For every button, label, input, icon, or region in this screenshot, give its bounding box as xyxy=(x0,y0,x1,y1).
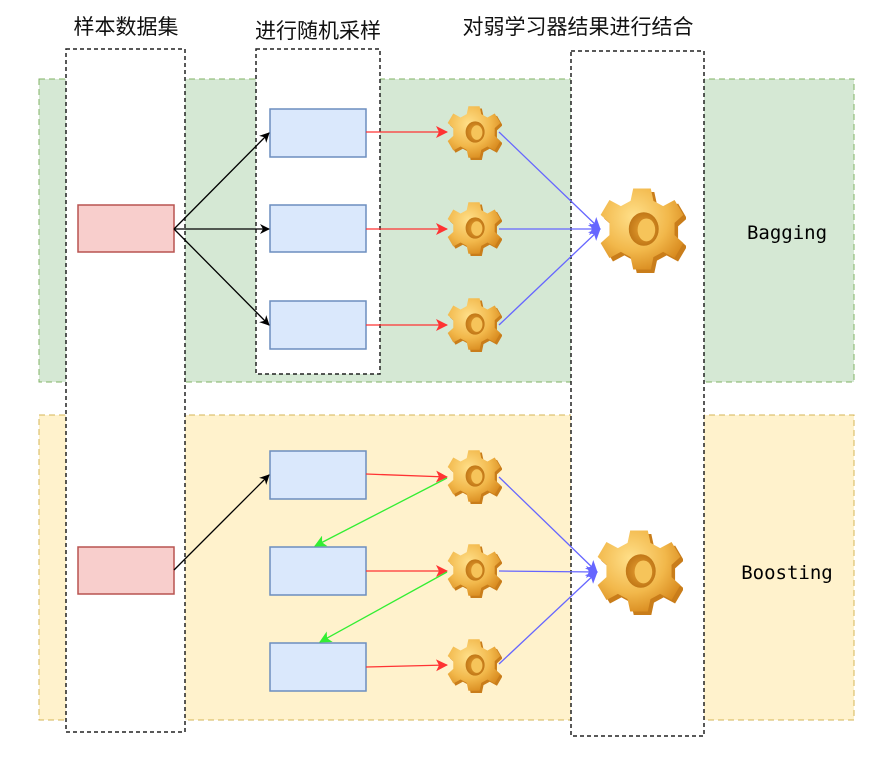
bagging-dataset-box xyxy=(77,204,175,253)
boosting-combine-arrow-2 xyxy=(498,565,598,578)
boosting-label: Boosting xyxy=(741,562,833,584)
boosting-sample-box-2 xyxy=(269,546,367,596)
boosting-dataset-box xyxy=(77,546,175,595)
boosting-train-arrow-1 xyxy=(365,470,448,483)
bagging-sample-box-1 xyxy=(269,108,367,158)
boosting-sample-box-3 xyxy=(269,642,367,692)
boosting-train-arrow-3 xyxy=(365,659,448,672)
combine-column xyxy=(570,50,705,737)
bagging-label: Bagging xyxy=(747,222,827,244)
dataset-column xyxy=(65,48,186,733)
bagging-sample-box-3 xyxy=(269,300,367,350)
boosting-sample-box-1 xyxy=(269,450,367,500)
boosting-combine-arrow-3 xyxy=(498,571,598,665)
bagging-sample-arrow-1 xyxy=(173,132,270,230)
bagging-sample-arrow-3 xyxy=(173,228,270,326)
bagging-combine-arrow-1 xyxy=(498,131,601,230)
boosting-reweight-arrow-1 xyxy=(314,477,448,547)
bagging-combine-arrow-3 xyxy=(498,228,601,326)
combine-header: 对弱学习器结果进行结合 xyxy=(463,15,694,39)
sampling-header: 进行随机采样 xyxy=(255,19,381,43)
dataset-header: 样本数据集 xyxy=(74,15,179,39)
boosting-combine-arrow-1 xyxy=(498,476,598,573)
boosting-reweight-arrow-2 xyxy=(319,571,448,643)
boosting-sample-arrow xyxy=(173,474,270,571)
bagging-sample-box-2 xyxy=(269,204,367,253)
